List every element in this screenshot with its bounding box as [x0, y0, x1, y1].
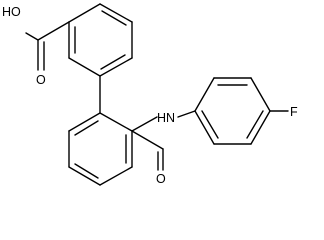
bond — [68, 57, 101, 77]
bond — [194, 110, 215, 145]
fluorophenyl-ring — [194, 77, 271, 145]
bond — [250, 77, 271, 112]
bond — [68, 112, 101, 132]
bond — [99, 166, 133, 186]
bond — [99, 57, 133, 77]
double-bond-inner — [74, 120, 99, 136]
fluorine-label: F — [290, 105, 298, 119]
bond — [68, 166, 101, 186]
double-bond-inner — [201, 110, 219, 139]
bond-n-to-aryl — [177, 110, 196, 118]
bond — [37, 21, 70, 41]
bond — [131, 116, 158, 132]
bond — [250, 110, 271, 145]
double-bond-inner — [101, 10, 127, 26]
bond-to-hydroxyl — [25, 32, 39, 41]
molecule-svg: HO O HN O F — [2, 3, 298, 186]
double-bond-inner — [100, 54, 126, 70]
double-bond-inner — [74, 163, 99, 179]
bond — [131, 130, 164, 150]
benzoic-acid-ring — [68, 3, 133, 77]
bond — [68, 3, 101, 23]
amide-nitrogen-label: HN — [157, 111, 175, 125]
benzamide-ring — [68, 112, 133, 186]
amide-oxygen-label: O — [156, 172, 166, 186]
structure-diagram: HO O HN O F — [2, 3, 298, 186]
acid-oxygen-label: O — [36, 73, 46, 87]
bond — [99, 3, 133, 23]
hydroxyl-label: HO — [2, 5, 21, 19]
bond — [99, 112, 133, 132]
double-bond-inner — [246, 110, 264, 139]
bond — [194, 77, 215, 112]
amide-group — [131, 110, 196, 171]
carboxylic-acid-group — [25, 21, 70, 71]
